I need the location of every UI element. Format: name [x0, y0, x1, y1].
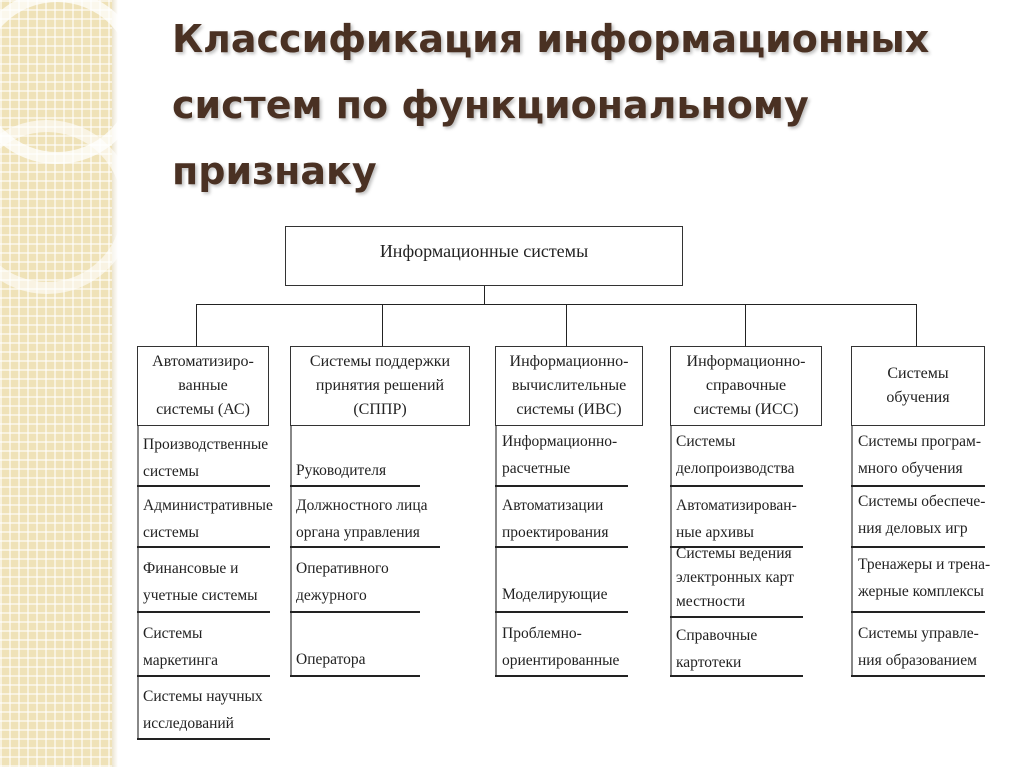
list-item: Финансовые и учетные системы [143, 560, 258, 604]
item-divider [290, 611, 420, 613]
item-divider [851, 611, 985, 613]
item-divider [495, 611, 628, 613]
item-divider [495, 546, 628, 548]
category-label: Системы обучения [886, 365, 950, 406]
connector-line [745, 304, 746, 346]
connector-line [916, 304, 917, 346]
item-divider [851, 675, 985, 677]
item-divider [137, 611, 270, 613]
item-divider [137, 546, 270, 548]
list-item: Оперативного дежурного [296, 560, 389, 604]
category-box-as: Автоматизиро- ванные системы (АС) [137, 346, 269, 426]
item-divider [670, 485, 803, 487]
list-item: Оператора [296, 651, 366, 668]
column-guide-line [670, 426, 672, 675]
category-label: Автоматизиро- ванные системы (АС) [152, 353, 254, 418]
connector-line [382, 304, 383, 346]
connector-line [196, 304, 917, 305]
root-box: Информационные системы [285, 226, 683, 286]
item-divider [670, 616, 803, 618]
column-guide-line [290, 426, 292, 675]
item-divider [670, 675, 803, 677]
list-item: Системы обеспече- ния деловых игр [858, 493, 986, 537]
item-divider [137, 485, 270, 487]
list-item: Информационно- расчетные [502, 433, 618, 477]
list-item: Системы делопроизводства [676, 433, 795, 477]
list-item: Проблемно- ориентированные [502, 625, 620, 669]
list-item: Системы управле- ния образованием [858, 625, 979, 669]
list-item: Автоматизации проектирования [502, 497, 609, 541]
list-item: Системы ведения электронных карт местнос… [676, 545, 794, 610]
item-divider [851, 485, 985, 487]
item-divider [851, 546, 985, 548]
connector-line [484, 286, 485, 304]
item-divider [290, 546, 440, 548]
list-item: Производственные системы [143, 436, 269, 480]
category-label: Информационно- справочные системы (ИСС) [686, 353, 806, 418]
list-item: Тренажеры и трена- жерные комплексы [858, 556, 991, 600]
item-divider [290, 675, 420, 677]
list-item: Системы научных исследований [143, 688, 263, 732]
category-box-training: Системы обучения [851, 346, 985, 426]
list-item: Системы маркетинга [143, 625, 218, 669]
decorative-strip-shadow [112, 0, 118, 767]
item-divider [495, 485, 628, 487]
item-divider [495, 675, 628, 677]
slide-title: Классификация информационных систем по ф… [172, 17, 930, 193]
list-item: Системы програм- много обучения [858, 433, 982, 477]
category-box-ivs: Информационно- вычислительные системы (И… [495, 346, 643, 426]
list-item: Моделирующие [502, 586, 608, 603]
column-guide-line [851, 426, 853, 675]
item-divider [137, 675, 270, 677]
list-item: Автоматизирован- ные архивы [676, 497, 797, 541]
category-box-iss: Информационно- справочные системы (ИСС) [670, 346, 822, 426]
column-guide-line [495, 426, 497, 675]
connector-line [566, 304, 567, 346]
column-guide-line [137, 426, 139, 738]
category-label: Системы поддержки принятия решений (СППР… [309, 353, 451, 418]
item-divider [670, 546, 803, 548]
category-label: Информационно- вычислительные системы (И… [509, 353, 629, 418]
list-item: Должностного лица органа управления [296, 497, 428, 541]
item-divider [290, 485, 420, 487]
list-item: Административные системы [143, 497, 273, 541]
list-item: Справочные картотеки [676, 627, 758, 671]
root-label: Информационные системы [379, 241, 589, 261]
list-item: Руководителя [296, 462, 387, 479]
item-divider [137, 738, 270, 740]
category-box-sppr: Системы поддержки принятия решений (СППР… [290, 346, 470, 426]
connector-line [196, 304, 197, 346]
